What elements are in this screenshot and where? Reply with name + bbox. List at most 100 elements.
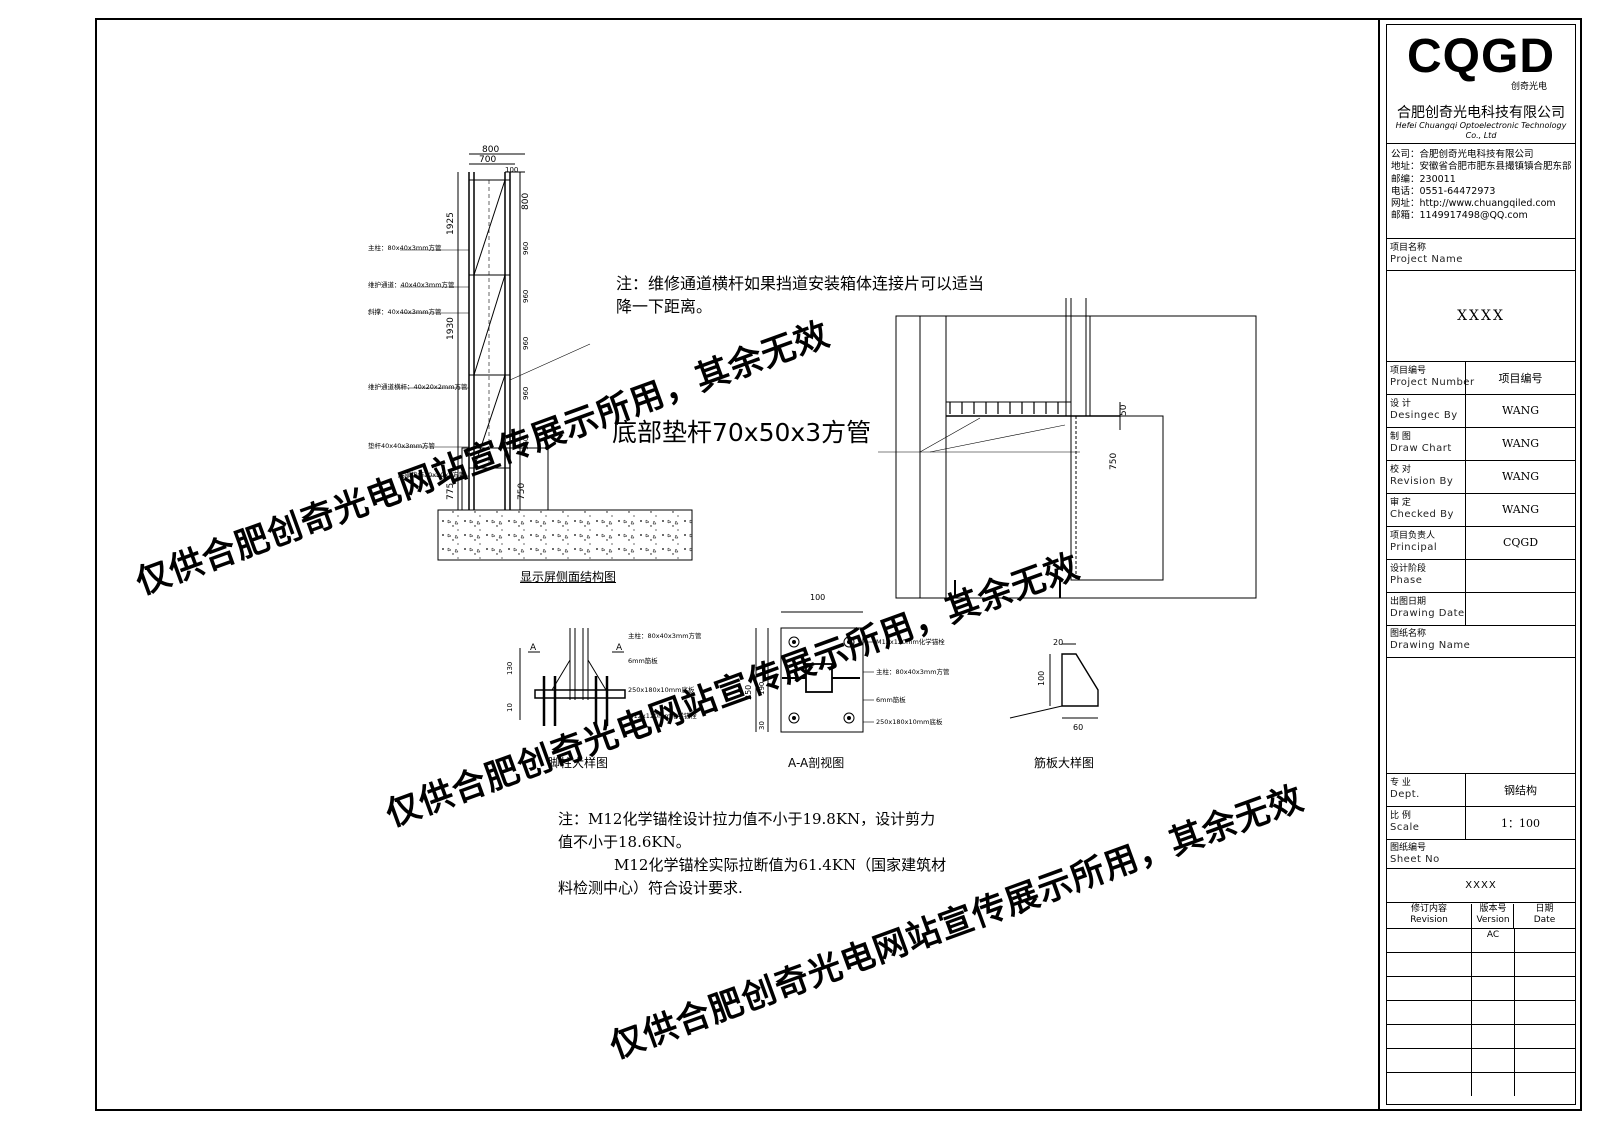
dim-1925: 1925 [446, 212, 456, 235]
dim-100: 100 [505, 166, 518, 174]
dim-100-aa: 100 [810, 593, 825, 602]
titleblock-row-value [1465, 559, 1575, 592]
revision-row [1387, 1024, 1575, 1049]
date-en: Date [1533, 915, 1556, 925]
contact-website: 网址：http://www.chuangqiled.com [1391, 198, 1556, 210]
scale-en: Scale [1390, 822, 1420, 833]
top-note-line-1: 注：维修通道横杆如果挡道安装箱体连接片可以适当 [616, 274, 985, 293]
date-col-header: 日期 Date [1513, 904, 1575, 928]
section-aa-drawing [755, 611, 874, 733]
drawing-canvas: 800 700 100 1925 1930 775 800 960 960 96… [368, 145, 1257, 733]
column-detail-drawing [519, 628, 626, 726]
revision-header: 修订内容 Revision 版本号 Version 日期 Date [1387, 902, 1575, 929]
dim-800-vertical: 800 [521, 193, 531, 210]
caption-column-detail: 脚柱大样图 [548, 756, 609, 770]
titleblock-row-cn: 出图日期 [1390, 597, 1427, 607]
revision-row [1387, 1048, 1575, 1073]
titleblock-row-value: CQGD [1465, 526, 1575, 559]
drawing-frame [95, 18, 1582, 1111]
dim-800: 800 [482, 145, 499, 155]
sheet-header: 图纸编号 Sheet No [1387, 839, 1575, 869]
revision-row [1387, 952, 1575, 977]
walkway-ticks [949, 402, 1059, 414]
dim-1930: 1930 [446, 317, 456, 340]
label-flange-bolt: M12x120mm化学锚栓 [628, 711, 697, 720]
anchor-note-line-3: M12化学锚栓实际拉断值为61.4KN（国家建筑材 [614, 856, 947, 874]
top-note-line-2: 降一下距离。 [616, 297, 713, 316]
scale-row: 比 例 Scale 1：100 [1387, 806, 1575, 840]
titleblock-row-en: Checked By [1390, 509, 1454, 520]
revision-version-cell: AC [1471, 928, 1515, 952]
titleblock-row-cn: 项目编号 [1390, 366, 1427, 376]
titleblock-row-en: Desingec By [1390, 410, 1458, 421]
bottom-bar-note: 底部垫杆70x50x3方管 [612, 418, 872, 447]
revision-row [1387, 976, 1575, 1001]
titleblock-row-cn: 校 对 [1390, 465, 1411, 475]
dept-en: Dept. [1390, 789, 1420, 800]
rib-detail-drawing [1009, 643, 1099, 719]
revision-cn: 修订内容 [1410, 904, 1447, 914]
anchor-note-line-4: 料检测中心）符合设计要求. [558, 879, 743, 897]
contact-address: 地址：安徽省合肥市肥东县撮镇镇合肥东部新城创业园 [1391, 161, 1571, 173]
dim-10: 10 [506, 703, 514, 712]
titleblock-row-cn: 审 定 [1390, 498, 1411, 508]
version-cn: 版本号 [1479, 904, 1507, 914]
label-pad-bar: 垫杆40x40x3mm方管 [368, 441, 436, 450]
revision-row: AC [1387, 928, 1575, 953]
contact-company: 公司：合肥创奇光电科技有限公司 [1391, 149, 1534, 160]
top-note: 注：维修通道横杆如果挡道安装箱体连接片可以适当 降一下距离。 [616, 272, 984, 318]
caption-rib-detail: 筋板大样图 [1034, 756, 1095, 770]
revision-en: Revision [1410, 915, 1448, 925]
dim-60: 60 [1073, 723, 1083, 732]
titleblock-row-value: WANG [1465, 493, 1575, 526]
titleblock-row-value: 项目编号 [1465, 361, 1575, 394]
revision-version-cell [1471, 976, 1515, 1000]
titleblock-row-value [1465, 592, 1575, 625]
revision-row [1387, 1072, 1575, 1096]
label-brace: 斜撑：40x40x3mm方管 [368, 307, 442, 316]
title-block: CQGD 创奇光电 合肥创奇光电科技有限公司 Hefei Chuangqi Op… [1378, 18, 1582, 1111]
anchor-note-line-2: 值不小于18.6KN。 [558, 833, 691, 851]
anchor-note: 注：M12化学锚栓设计拉力值不小于19.8KN，设计剪力 值不小于18.6KN。… [558, 808, 946, 900]
titleblock-row-en: Drawing Date [1390, 608, 1465, 619]
label-walkway-bar: 维护通道横杆：40x20x2mm方管 [368, 382, 468, 391]
revision-version-cell [1471, 952, 1515, 976]
titleblock-row-cn: 设计阶段 [1390, 564, 1427, 574]
dim-750-right: 750 [1109, 453, 1119, 470]
label-flange-plate: 250x180x10mm底板 [628, 685, 695, 694]
dim-960-b: 960 [522, 290, 530, 303]
project-name-en: Project Name [1390, 254, 1463, 265]
label-bottom-pad: 底部垫杆70x50x3方管 [398, 470, 466, 479]
drawing-name-cn: 图纸名称 [1390, 629, 1427, 639]
dim-130: 130 [506, 662, 514, 675]
titleblock-row-cn: 制 图 [1390, 432, 1411, 442]
label-aa-column: 主柱：80x40x3mm方管 [876, 667, 950, 676]
side-structure-drawing [400, 153, 693, 561]
caption-section-aa: A-A剖视图 [788, 756, 845, 770]
label-flange-column: 主柱：80x40x3mm方管 [628, 631, 702, 640]
revision-row [1387, 1000, 1575, 1025]
scale-cn: 比 例 [1390, 811, 1411, 821]
sheet-en: Sheet No [1390, 854, 1440, 865]
dim-20: 20 [1053, 638, 1063, 647]
version-en: Version [1476, 915, 1510, 925]
titleblock-row-cn: 项目负责人 [1390, 531, 1436, 541]
version-col-header: 版本号 Version [1471, 904, 1514, 928]
revision-version-cell [1471, 1072, 1515, 1096]
revision-version-cell [1471, 1024, 1515, 1048]
label-section-a-right: A [616, 643, 623, 653]
project-name-cn: 项目名称 [1390, 243, 1427, 253]
project-name-header: 项目名称 Project Name [1387, 239, 1575, 271]
contact-postcode: 邮编：230011 [1391, 173, 1456, 185]
sheet-cn: 图纸编号 [1390, 843, 1427, 853]
company-logo-block: CQGD 创奇光电 合肥创奇光电科技有限公司 Hefei Chuangqi Op… [1387, 25, 1575, 144]
titleblock-row-value: WANG [1465, 427, 1575, 460]
contact-email: 邮箱：1149917498@QQ.com [1391, 210, 1528, 222]
drawing-name-en: Drawing Name [1390, 640, 1471, 651]
dim-100-rib: 100 [1037, 671, 1046, 686]
titleblock-row-en: Principal [1390, 542, 1438, 553]
label-aa-plate: 250x180x10mm底板 [876, 717, 943, 726]
